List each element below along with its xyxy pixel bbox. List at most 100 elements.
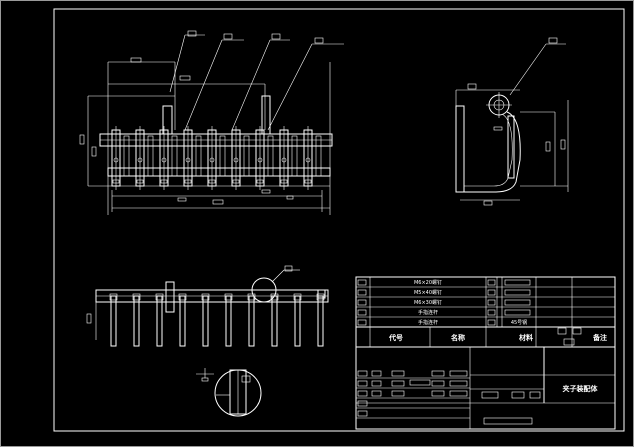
front-finger-pin-4 <box>185 157 191 163</box>
front-finger-link-3 <box>171 135 178 177</box>
front-finger-pin-6 <box>233 157 239 163</box>
bom-row-2-label: M5×40螺钉 <box>414 289 442 296</box>
bom-row-5-label: 手指连杆 <box>418 319 438 326</box>
bom-index-cell-2 <box>357 289 367 296</box>
bom-remark-cell-1 <box>557 327 567 335</box>
bill-of-materials: M6×20螺钉 M5×40螺钉 M6×30螺钉 手指连杆 手指连杆 45号钢 代… <box>355 276 616 348</box>
tb-cell-b-3 <box>371 390 382 397</box>
front-view <box>79 30 344 215</box>
top-finger-head-1 <box>109 293 118 301</box>
bom-material-cell-3 <box>504 299 531 306</box>
front-finger-link-9 <box>315 135 322 177</box>
tb-cell-f <box>409 379 431 386</box>
top-finger-6 <box>225 295 232 347</box>
bom-qty-cell-2 <box>487 289 496 296</box>
title-block: 夹子装配体 <box>355 346 616 430</box>
front-finger-link-2 <box>147 135 154 177</box>
top-view <box>86 265 329 347</box>
bom-row-1-label: M6×20螺钉 <box>414 279 442 286</box>
bom-material-cell-2 <box>504 289 531 296</box>
front-finger-tip-1 <box>112 179 120 184</box>
bom-qty-cell-3 <box>487 299 496 306</box>
front-finger-pin-9 <box>305 157 311 163</box>
tb-cell-e-3 <box>449 390 468 397</box>
front-finger-link-6 <box>243 135 250 177</box>
tb-cell-b-1 <box>371 370 382 377</box>
detail-callout-circle <box>251 277 277 303</box>
bom-header-name: 名称 <box>451 333 465 342</box>
bom-index-cell-1 <box>357 279 367 286</box>
front-finger-tip-3 <box>160 179 168 184</box>
tb-cell-d-2 <box>431 380 445 387</box>
inner-frame <box>53 8 625 432</box>
top-finger-head-10 <box>316 293 325 301</box>
tb-cell-a-4 <box>357 400 368 407</box>
front-finger-tip-7 <box>256 179 264 184</box>
front-finger-pin-1 <box>113 157 119 163</box>
top-finger-head-8 <box>270 293 279 301</box>
top-finger-head-5 <box>201 293 210 301</box>
tb-cell-j <box>483 417 533 425</box>
bom-index-cell-4 <box>357 309 367 316</box>
tb-cell-d-3 <box>431 390 445 397</box>
bom-header-remark: 备注 <box>592 333 607 342</box>
front-finger-tip-4 <box>184 179 192 184</box>
front-finger-tip-2 <box>136 179 144 184</box>
side-view <box>455 37 569 206</box>
front-finger-pin-2 <box>137 157 143 163</box>
bom-row-3-label: M6×30螺钉 <box>414 299 442 306</box>
bom-row-4-label: 手指连杆 <box>418 309 438 316</box>
top-finger-5 <box>202 295 209 347</box>
front-finger-tip-9 <box>304 179 312 184</box>
bom-qty-cell-5 <box>487 319 496 326</box>
top-finger-10 <box>317 295 324 347</box>
front-finger-link-5 <box>219 135 226 177</box>
tb-cell-c-3 <box>391 390 405 397</box>
bom-row-5-material: 45号钢 <box>511 319 527 326</box>
bom-remark-cell-2 <box>572 327 582 335</box>
bom-index-cell-3 <box>357 299 367 306</box>
bom-qty-cell-1 <box>487 279 496 286</box>
drawing-title: 夹子装配体 <box>563 384 599 393</box>
front-finger-pin-7 <box>257 157 263 163</box>
top-finger-head-6 <box>224 293 233 301</box>
top-finger-1 <box>110 295 117 347</box>
bom-material-cell-4 <box>504 309 531 316</box>
top-finger-head-2 <box>132 293 141 301</box>
tb-cell-e-2 <box>449 380 468 387</box>
front-finger-link-4 <box>195 135 202 177</box>
detail-view <box>196 368 262 417</box>
front-finger-tip-6 <box>232 179 240 184</box>
bom-remark-cell-3 <box>563 338 575 346</box>
top-finger-head-9 <box>293 293 302 301</box>
front-finger-pin-5 <box>209 157 215 163</box>
bom-header-code: 代号 <box>388 333 403 342</box>
tb-cell-g <box>481 391 499 399</box>
top-finger-4 <box>179 295 186 347</box>
front-finger-link-8 <box>291 135 298 177</box>
top-finger-8 <box>271 295 278 347</box>
front-finger-link-1 <box>123 135 130 177</box>
tb-cell-h <box>511 391 525 399</box>
top-finger-9 <box>294 295 301 347</box>
tb-cell-e-1 <box>449 370 468 377</box>
tb-cell-c-1 <box>391 370 405 377</box>
top-finger-head-7 <box>247 293 256 301</box>
bom-material-cell-1 <box>504 279 531 286</box>
top-finger-head-3 <box>155 293 164 301</box>
tb-cell-b-2 <box>371 380 382 387</box>
tb-cell-d-1 <box>431 370 445 377</box>
bom-header-material: 材料 <box>518 333 533 342</box>
tb-cell-c-2 <box>391 380 405 387</box>
front-finger-columns <box>111 126 322 190</box>
bom-qty-cell-4 <box>487 309 496 316</box>
bom-index-cell-5 <box>357 319 367 326</box>
front-finger-link-7 <box>267 135 274 177</box>
top-finger-7 <box>248 295 255 347</box>
top-finger-3 <box>156 295 163 347</box>
bom-placeholder-cells <box>357 279 582 346</box>
tb-cell-a-1 <box>357 370 368 377</box>
tb-cell-a-3 <box>357 390 368 397</box>
